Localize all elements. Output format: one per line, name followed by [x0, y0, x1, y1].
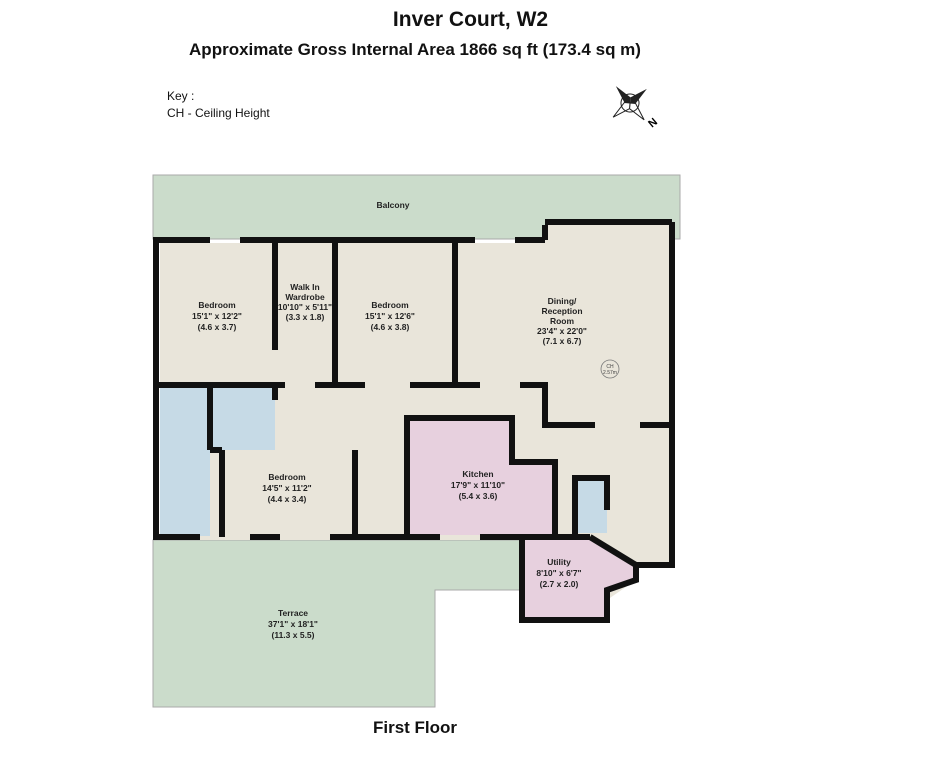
compass-north-label: N	[646, 116, 660, 130]
terrace-metric: (11.3 x 5.5)	[271, 630, 314, 640]
key-item: CH - Ceiling Height	[167, 106, 270, 120]
bedroom2-metric: (4.6 x 3.8)	[371, 322, 410, 332]
bedroom1-name: Bedroom	[198, 300, 236, 310]
plan-title: Inver Court, W2	[392, 8, 549, 31]
floor-label: First Floor	[372, 718, 458, 737]
dining-name-1: Dining/	[548, 296, 577, 306]
compass-icon	[612, 86, 647, 121]
kitchen-dims: 17'9" x 11'10"	[451, 480, 505, 490]
bathroom	[160, 388, 210, 536]
dining-name-3: Room	[550, 316, 575, 326]
utility	[522, 537, 636, 620]
ceiling-height-label: CH	[606, 364, 614, 370]
wc	[577, 478, 607, 533]
dining-name-2: Reception	[541, 306, 582, 316]
bedroom3-metric: (4.4 x 3.4)	[268, 494, 307, 504]
wardrobe-metric: (3.3 x 1.8)	[286, 312, 325, 322]
balcony-label: Balcony	[376, 200, 409, 210]
kitchen	[407, 418, 555, 535]
terrace-area	[152, 539, 523, 708]
dining-dims: 23'4" x 22'0"	[537, 326, 587, 336]
bedroom2-dims: 15'1" x 12'6"	[365, 311, 415, 321]
ceiling-height-value: 2.57m	[603, 370, 617, 376]
wardrobe-name-1: Walk In	[290, 282, 319, 292]
utility-name: Utility	[547, 557, 571, 567]
terrace-name: Terrace	[278, 608, 308, 618]
bedroom1-metric: (4.6 x 3.7)	[198, 322, 237, 332]
walls	[153, 219, 675, 623]
plan-subtitle: Approximate Gross Internal Area 1866 sq …	[189, 40, 641, 59]
wardrobe-name-2: Wardrobe	[285, 292, 325, 302]
bedroom2-name: Bedroom	[371, 300, 409, 310]
ensuite	[210, 388, 275, 450]
dining-metric: (7.1 x 6.7)	[543, 336, 582, 346]
kitchen-name: Kitchen	[462, 469, 493, 479]
wardrobe-dims: 10'10" x 5'11"	[278, 302, 332, 312]
bedroom1-dims: 15'1" x 12'2"	[192, 311, 242, 321]
kitchen-metric: (5.4 x 3.6)	[459, 491, 498, 501]
terrace-dims: 37'1" x 18'1"	[268, 619, 318, 629]
bedroom3-dims: 14'5" x 11'2"	[262, 483, 311, 493]
utility-dims: 8'10" x 6'7"	[536, 568, 581, 578]
ceiling-height-marker	[600, 359, 620, 379]
bedroom3-name: Bedroom	[268, 472, 306, 482]
key-heading: Key :	[167, 89, 195, 103]
utility-metric: (2.7 x 2.0)	[540, 579, 579, 589]
